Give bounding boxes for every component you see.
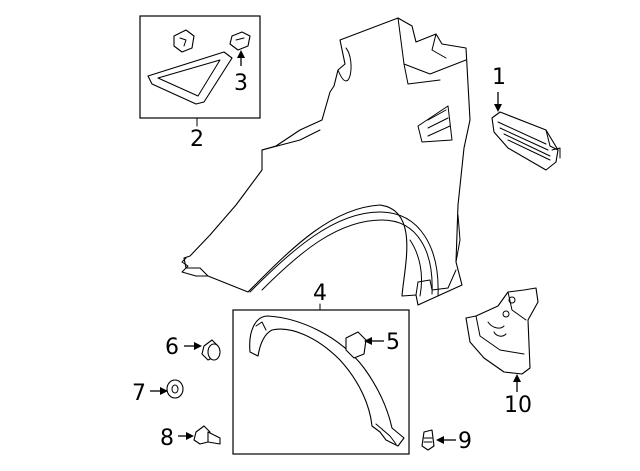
- part-2-triangle-molding: [147, 51, 233, 105]
- part-8-bolt: [193, 425, 221, 445]
- part-9-push-pin: [421, 429, 435, 451]
- part-6-screw: [201, 339, 221, 361]
- part-4-wheel-arch-molding: [249, 315, 405, 447]
- callout-4: 4: [313, 281, 327, 306]
- callout-1: 1: [492, 65, 506, 90]
- callout-7: 7: [132, 381, 146, 406]
- part-10-mud-flap: [465, 287, 539, 375]
- callout-2: 2: [190, 127, 204, 152]
- callout-6: 6: [165, 335, 179, 360]
- callout-9: 9: [458, 429, 472, 454]
- callout-3: 3: [234, 71, 248, 96]
- part-5-clip: [345, 331, 367, 359]
- callout-5: 5: [386, 330, 400, 355]
- group-box-parts-2-3: [139, 15, 261, 119]
- fender-panel: [181, 17, 471, 306]
- leader-arrows: [150, 50, 521, 444]
- callout-8: 8: [160, 426, 174, 451]
- part-3-clip: [173, 29, 251, 53]
- part-1-vent-grille: [491, 111, 561, 171]
- callout-10: 10: [504, 393, 532, 418]
- part-7-nut: [166, 379, 184, 399]
- group-box-part-4: [232, 309, 410, 455]
